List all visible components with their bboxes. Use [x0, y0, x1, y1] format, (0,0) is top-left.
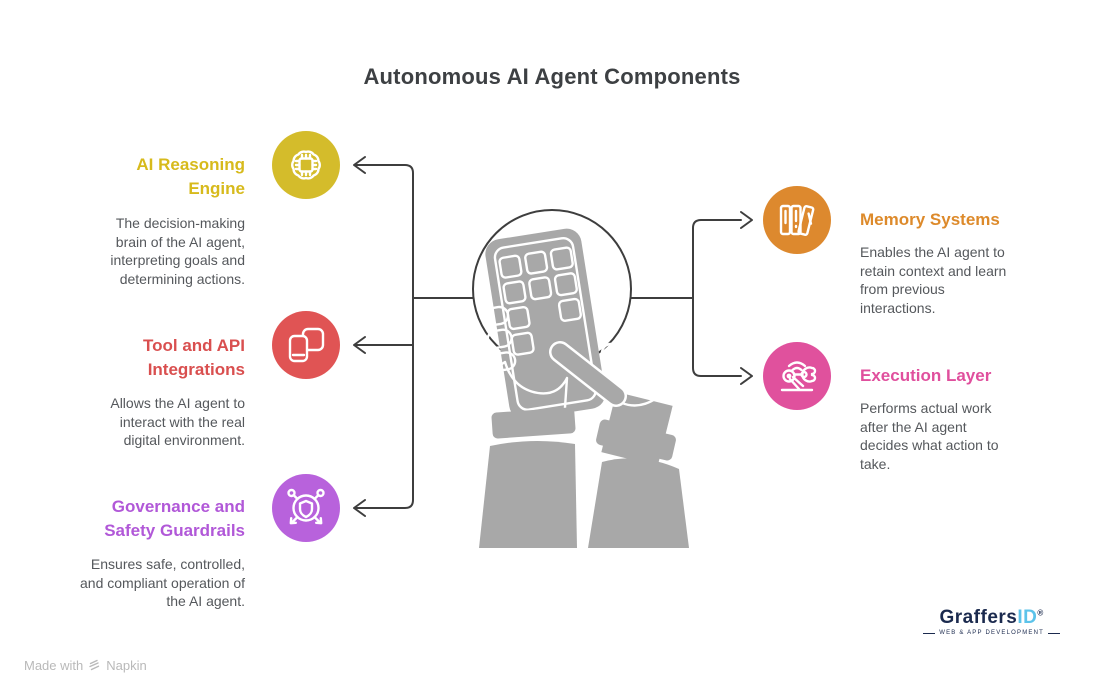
right-bottom-arrowhead: [740, 367, 753, 385]
item-description-memory-systems: Enables the AI agent to retain context a…: [860, 244, 1007, 316]
item-description-governance-safety-guardrails: Ensures safe, controlled, and compliant …: [80, 556, 245, 609]
robot-arm-icon: [763, 342, 831, 410]
left-bottom-branch: [354, 297, 414, 509]
left-hand: [491, 360, 569, 443]
item-heading-governance-safety-guardrails: Governance and Safety Guardrails: [104, 497, 245, 540]
item-heading-memory-systems: Memory Systems: [860, 210, 1000, 229]
registered-mark: ®: [1037, 608, 1044, 618]
item-description-ai-reasoning-engine: The decision-making brain of the AI agen…: [110, 215, 245, 287]
page-title: Autonomous AI Agent Components: [363, 64, 741, 89]
graffersid-logo: GraffersID® WEB & APP DEVELOPMENT: [923, 608, 1060, 636]
left-top-branch: [354, 164, 414, 299]
item-heading-ai-reasoning-engine: AI Reasoning Engine: [136, 155, 245, 198]
napkin-label: Napkin: [106, 658, 147, 673]
pointing-finger: [551, 343, 625, 405]
brand-text-graffers: Graffers: [939, 607, 1018, 628]
item-description-execution-layer: Performs actual work after the AI agent …: [860, 400, 999, 472]
left-top-arrowhead: [353, 156, 366, 174]
brain-chip-icon: [272, 131, 340, 199]
right-top-arrowhead: [740, 211, 753, 229]
item-heading-tool-api-integrations: Tool and API Integrations: [143, 336, 245, 379]
right-sleeve: [588, 458, 689, 548]
right-top-branch: [692, 219, 742, 299]
item-heading-execution-layer: Execution Layer: [860, 366, 992, 385]
books-icon: [763, 186, 831, 254]
item-description-tool-api-integrations: Allows the AI agent to interact with the…: [110, 395, 245, 448]
hands-tapping-phone-illustration: [479, 228, 689, 548]
left-bottom-arrowhead: [353, 499, 366, 517]
brand-tagline: WEB & APP DEVELOPMENT: [923, 630, 1060, 636]
made-with-label: Made with: [24, 658, 84, 673]
shield-network-icon: [272, 474, 340, 542]
right-bottom-branch: [692, 297, 742, 377]
brand-text-id: ID: [1017, 607, 1038, 628]
left-sleeve: [479, 440, 577, 548]
devices-icon: [272, 311, 340, 379]
made-with-napkin: Made with Napkin: [24, 658, 147, 673]
left-middle-arrowhead: [353, 336, 366, 354]
napkin-logo-icon: [89, 659, 100, 671]
